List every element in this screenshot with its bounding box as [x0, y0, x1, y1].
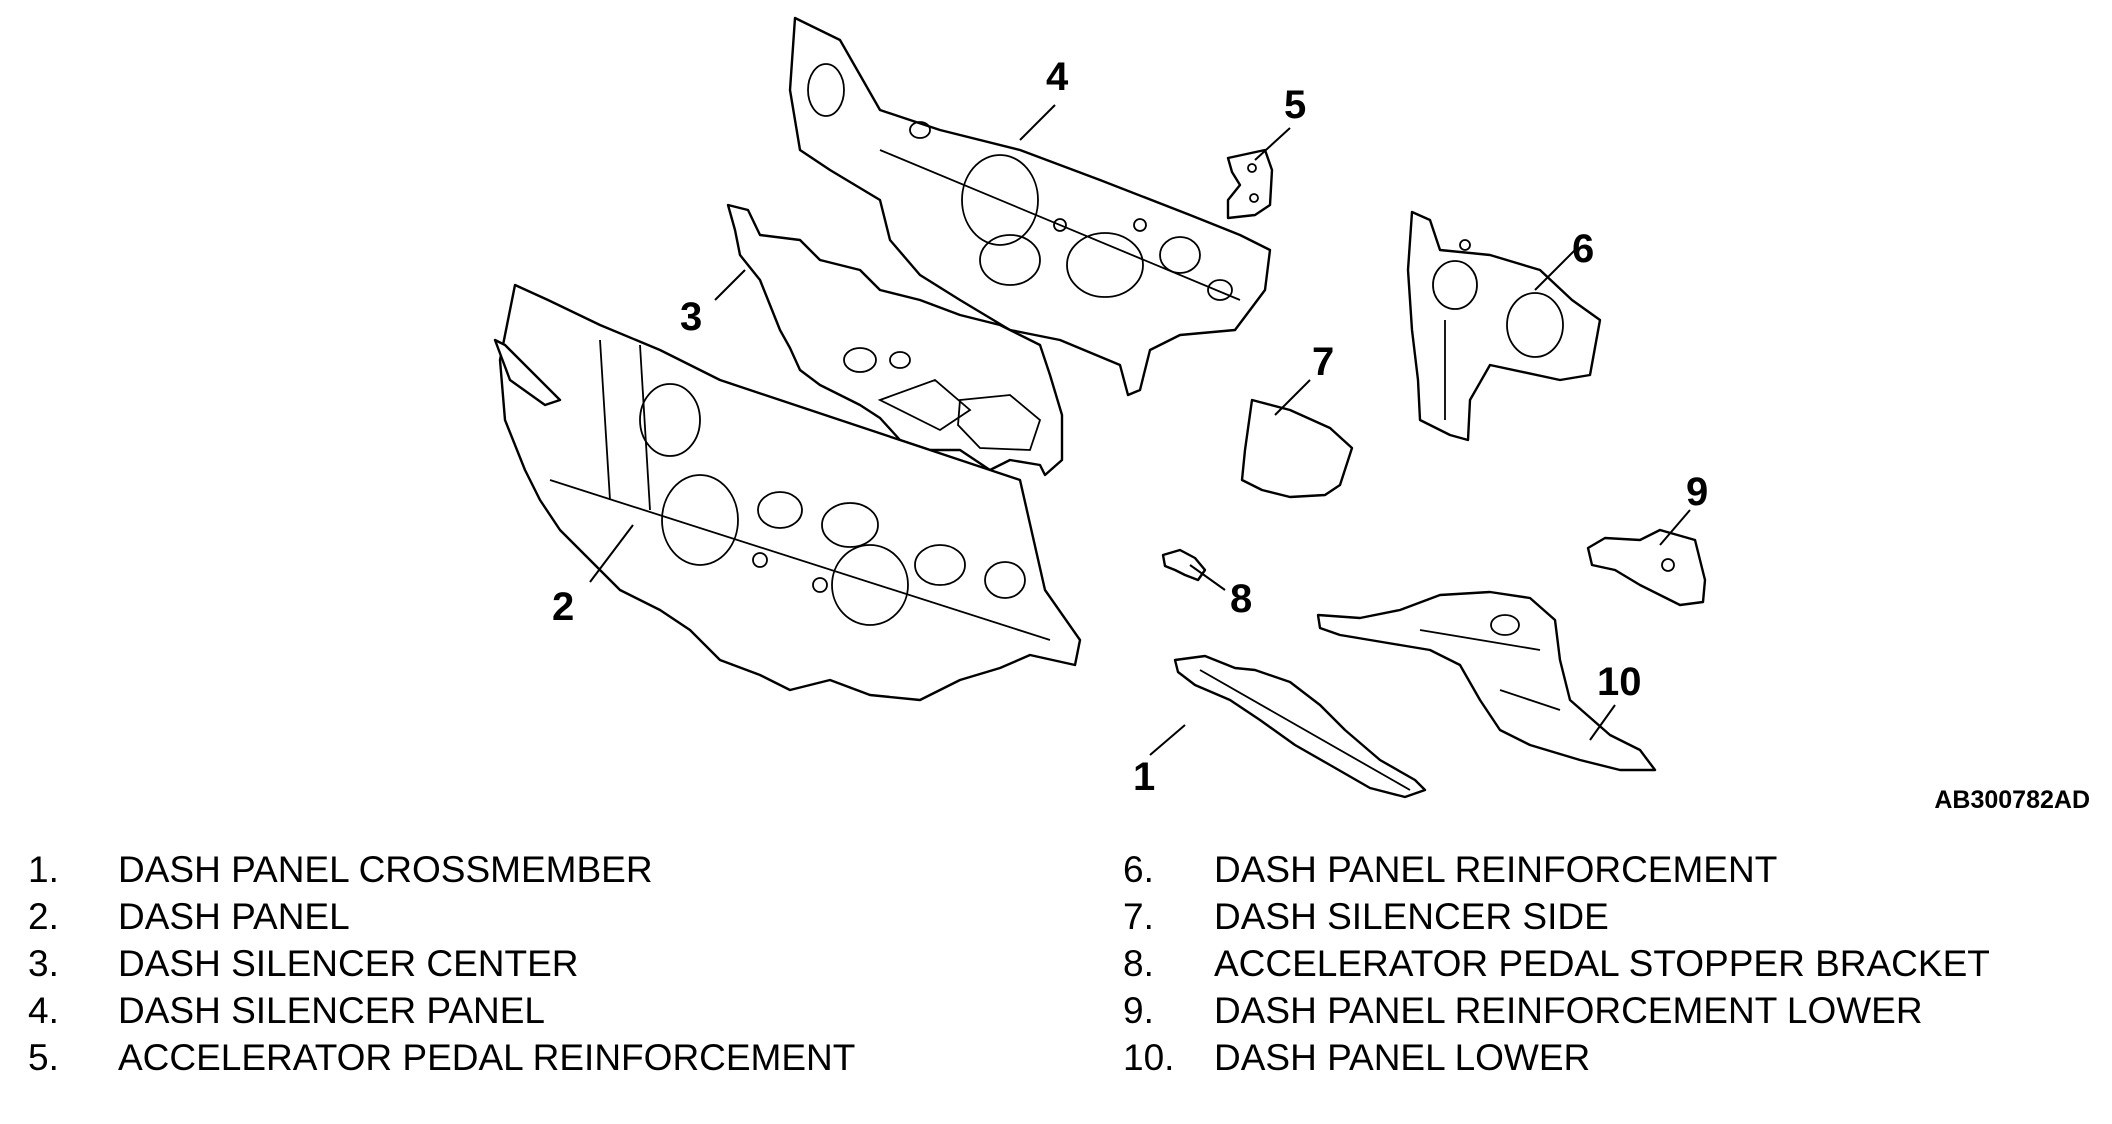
- legend-num: 8.: [1123, 943, 1154, 984]
- part-4-dash-silencer-panel: [788, 16, 1272, 397]
- exploded-parts-diagram: 1 2 3 4 5 6 7 8 9 10 AB300782AD: [493, 16, 2090, 810]
- legend-text: DASH SILENCER PANEL: [118, 990, 545, 1031]
- part-10-dash-panel-lower: [1316, 590, 1657, 772]
- callout-6: 6: [1572, 227, 1594, 271]
- part-6-dash-panel-reinforcement: [1406, 210, 1602, 442]
- legend-item: 5. ACCELERATOR PEDAL REINFORCEMENT: [28, 1034, 855, 1081]
- legend-item: 3. DASH SILENCER CENTER: [28, 940, 855, 987]
- legend-num: 1.: [28, 849, 59, 890]
- figure-code: AB300782AD: [1934, 786, 2090, 810]
- legend-text: DASH PANEL REINFORCEMENT: [1214, 849, 1778, 890]
- legend-item: 8. ACCELERATOR PEDAL STOPPER BRACKET: [1123, 940, 1990, 987]
- legend-text: DASH SILENCER SIDE: [1214, 896, 1609, 937]
- legend-num: 5.: [28, 1037, 59, 1078]
- legend-item: 2. DASH PANEL: [28, 893, 855, 940]
- legend-text: DASH PANEL LOWER: [1214, 1037, 1591, 1078]
- legend-right: 6. DASH PANEL REINFORCEMENT 7. DASH SILENC…: [1123, 846, 1990, 1081]
- legend-item: 7. DASH SILENCER SIDE: [1123, 893, 1990, 940]
- part-2-dash-panel: [493, 283, 1082, 702]
- callout-1: 1: [1133, 755, 1155, 799]
- legend-text: DASH PANEL CROSSMEMBER: [118, 849, 653, 890]
- callout-4: 4: [1046, 55, 1069, 99]
- part-5-accelerator-pedal-reinforcement: [1226, 148, 1274, 220]
- legend-left: 1. DASH PANEL CROSSMEMBER 2. DASH PANEL 3.…: [28, 846, 855, 1081]
- legend-text: DASH SILENCER CENTER: [118, 943, 579, 984]
- callout-8: 8: [1230, 577, 1252, 621]
- legend-num: 3.: [28, 943, 59, 984]
- legend-text: DASH PANEL: [118, 896, 350, 937]
- leader-lines: [589, 104, 1691, 756]
- part-9-dash-panel-reinforcement-lower: [1586, 528, 1707, 607]
- legend-num: 2.: [28, 896, 59, 937]
- legend-num: 10.: [1123, 1037, 1175, 1078]
- callout-2: 2: [552, 585, 574, 629]
- legend-text: ACCELERATOR PEDAL REINFORCEMENT: [118, 1037, 856, 1078]
- part-1-dash-panel-crossmember: [1173, 654, 1427, 799]
- part-3-dash-silencer-center: [726, 203, 1064, 477]
- callout-7: 7: [1312, 340, 1334, 384]
- legend-num: 4.: [28, 990, 59, 1031]
- legend-item: 10. DASH PANEL LOWER: [1123, 1034, 1990, 1081]
- part-8-accelerator-pedal-stopper-bracket: [1161, 548, 1207, 582]
- legend-num: 9.: [1123, 990, 1154, 1031]
- legend-text: DASH PANEL REINFORCEMENT LOWER: [1214, 990, 1923, 1031]
- callout-3: 3: [680, 295, 702, 339]
- part-7-dash-silencer-side: [1240, 398, 1354, 499]
- legend-num: 6.: [1123, 849, 1154, 890]
- callout-5: 5: [1284, 83, 1306, 127]
- legend-item: 4. DASH SILENCER PANEL: [28, 987, 855, 1034]
- legend-item: 9. DASH PANEL REINFORCEMENT LOWER: [1123, 987, 1990, 1034]
- callout-9: 9: [1686, 470, 1708, 514]
- legend-num: 7.: [1123, 896, 1154, 937]
- legend-item: 1. DASH PANEL CROSSMEMBER: [28, 846, 855, 893]
- callout-10: 10: [1597, 660, 1642, 704]
- legend-item: 6. DASH PANEL REINFORCEMENT: [1123, 846, 1990, 893]
- legend-text: ACCELERATOR PEDAL STOPPER BRACKET: [1214, 943, 1990, 984]
